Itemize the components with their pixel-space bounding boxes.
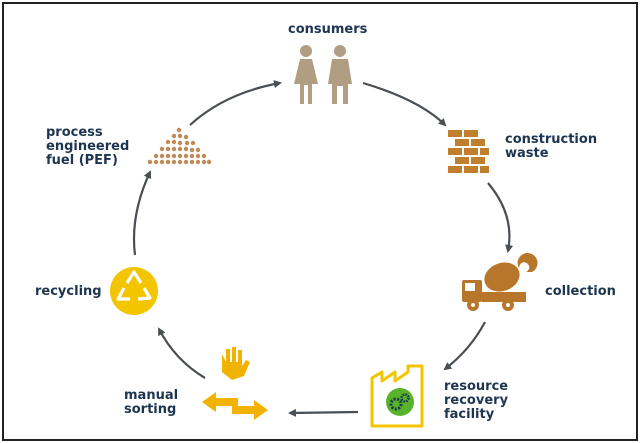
label-resource-recovery-facility: resource recovery facility xyxy=(444,379,509,422)
label-recycling: recycling xyxy=(35,284,102,299)
people-icon xyxy=(294,45,352,104)
arrow-construction-to-collection xyxy=(487,182,514,253)
arrow-recycling-to-pef xyxy=(132,170,152,256)
label-pef: process engineered fuel (PEF) xyxy=(46,125,130,168)
arrow-pef-to-consumers xyxy=(189,80,282,126)
arrow-collection-to-facility xyxy=(443,321,486,371)
cement-truck-icon xyxy=(462,253,538,311)
label-collection: collection xyxy=(545,284,616,299)
recycle-icon xyxy=(110,267,158,315)
hand-arrows-icon xyxy=(202,347,268,420)
arrow-sorting-to-recycling xyxy=(158,327,206,379)
arrow-consumers-to-construction xyxy=(362,81,447,127)
pellet-pile-icon xyxy=(147,127,212,165)
label-construction-waste: construction waste xyxy=(505,132,598,161)
label-consumers: consumers xyxy=(288,22,368,37)
brick-wall-icon xyxy=(448,130,489,173)
arrow-facility-to-sorting xyxy=(288,408,359,417)
factory-gear-icon xyxy=(370,364,424,428)
label-manual-sorting: manual sorting xyxy=(124,388,179,417)
